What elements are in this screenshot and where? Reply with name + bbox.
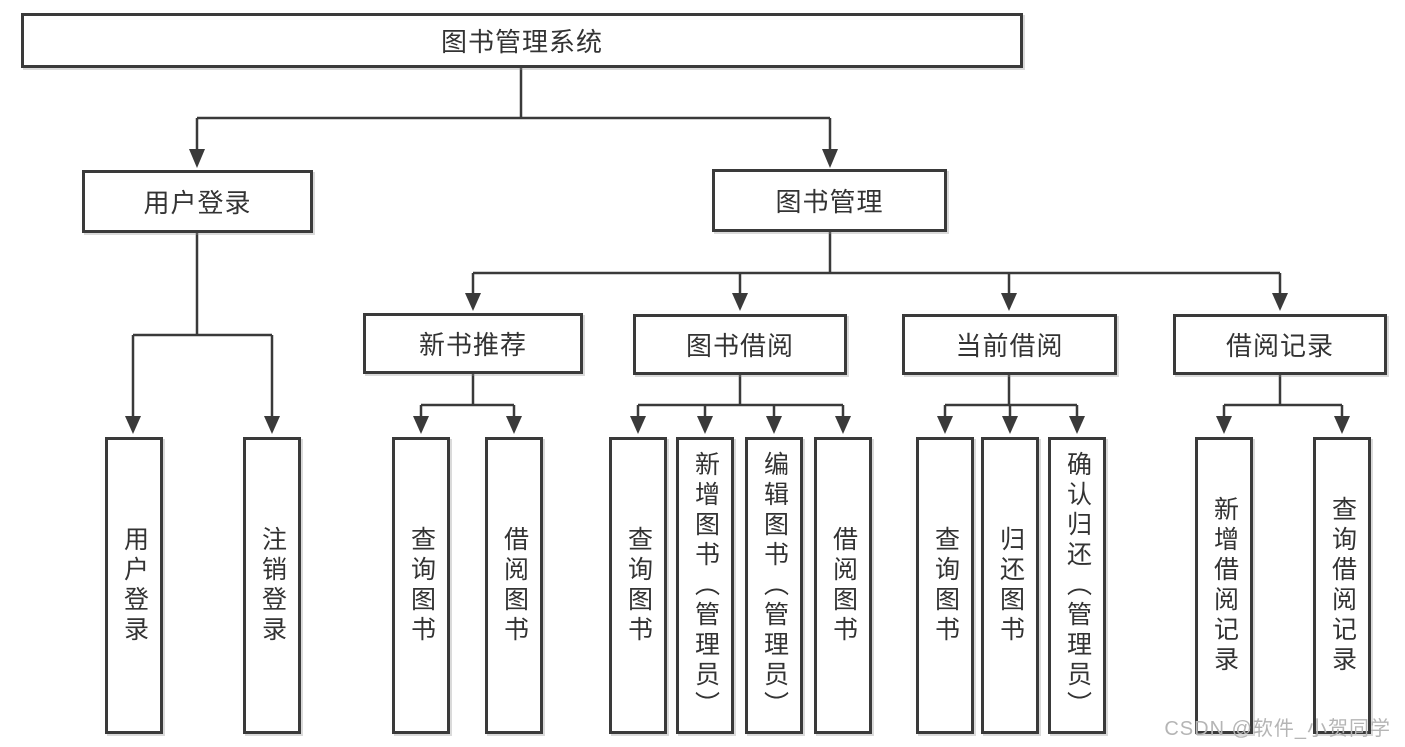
node-borrowing-records: 借阅记录	[1173, 314, 1387, 375]
connector-current-borrowing-to-leaves	[937, 375, 1085, 434]
node-leaf-query-books-current: 查询图书	[916, 437, 974, 734]
arrow-down-icon	[766, 416, 782, 434]
arrow-down-icon	[1334, 416, 1350, 434]
node-leaf-logout: 注销登录	[243, 437, 301, 734]
node-book-management: 图书管理	[712, 169, 947, 232]
arrow-down-icon	[264, 416, 280, 434]
node-label: 图书管理系统	[440, 27, 603, 57]
connector-root-to-level2	[189, 68, 838, 168]
node-leaf-edit-books-admin: 编辑图书（管理员）	[745, 437, 803, 734]
node-label: 借阅图书	[500, 525, 529, 646]
node-label: 当前借阅	[955, 331, 1064, 361]
node-label: 编辑图书（管理员）	[760, 450, 789, 721]
node-user-login: 用户登录	[82, 170, 313, 233]
node-label: 注销登录	[258, 525, 287, 646]
connector-borrowing-records-to-leaves	[1216, 375, 1350, 434]
node-label: 图书管理	[775, 187, 884, 217]
node-label: 图书借阅	[685, 331, 794, 361]
node-label: 用户登录	[143, 188, 252, 218]
node-label: 借阅记录	[1225, 331, 1334, 361]
arrow-down-icon	[465, 293, 481, 311]
connector-new-book-to-leaves	[413, 374, 522, 434]
arrow-down-icon	[413, 416, 429, 434]
arrow-down-icon	[697, 416, 713, 434]
arrow-down-icon	[630, 416, 646, 434]
arrow-down-icon	[822, 149, 838, 168]
node-leaf-add-borrow-record: 新增借阅记录	[1195, 437, 1253, 734]
arrow-down-icon	[1272, 293, 1288, 311]
node-label: 归还图书	[996, 525, 1025, 646]
node-label: 查询图书	[624, 525, 653, 646]
node-leaf-query-borrow-record: 查询借阅记录	[1313, 437, 1371, 734]
node-root-system: 图书管理系统	[21, 13, 1023, 68]
node-label: 查询图书	[407, 525, 436, 646]
arrow-down-icon	[835, 416, 851, 434]
node-current-borrowing: 当前借阅	[902, 314, 1117, 375]
node-label: 新增图书（管理员）	[691, 450, 720, 721]
connector-book-borrowing-to-leaves	[630, 375, 851, 434]
node-label: 用户登录	[120, 525, 149, 646]
node-leaf-borrow-books-recommend: 借阅图书	[485, 437, 543, 734]
node-label: 新增借阅记录	[1210, 495, 1239, 676]
arrow-down-icon	[1002, 416, 1018, 434]
arrow-down-icon	[1001, 293, 1017, 311]
node-leaf-borrow-books: 借阅图书	[814, 437, 872, 734]
node-leaf-return-books: 归还图书	[981, 437, 1039, 734]
node-leaf-confirm-return-admin: 确认归还（管理员）	[1048, 437, 1106, 734]
node-book-borrowing: 图书借阅	[633, 314, 847, 375]
arrow-down-icon	[1069, 416, 1085, 434]
node-label: 借阅图书	[829, 525, 858, 646]
csdn-watermark: CSDN @软件_小贺同学	[1164, 718, 1391, 740]
node-label: 新书推荐	[418, 330, 527, 360]
node-label: 查询图书	[931, 525, 960, 646]
arrow-down-icon	[125, 416, 141, 434]
arrow-down-icon	[189, 149, 205, 168]
arrow-down-icon	[937, 416, 953, 434]
node-label: 确认归还（管理员）	[1063, 450, 1092, 721]
arrow-down-icon	[732, 293, 748, 311]
arrow-down-icon	[1216, 416, 1232, 434]
node-leaf-query-books-recommend: 查询图书	[392, 437, 450, 734]
node-label: 查询借阅记录	[1328, 495, 1357, 676]
connector-book-management-to-level3	[465, 232, 1288, 311]
connector-user-login-to-leaves	[125, 233, 280, 434]
node-new-book-recommendation: 新书推荐	[363, 313, 583, 374]
node-leaf-user-login: 用户登录	[105, 437, 163, 734]
node-leaf-query-books-borrowing: 查询图书	[609, 437, 667, 734]
node-leaf-add-books-admin: 新增图书（管理员）	[676, 437, 734, 734]
arrow-down-icon	[506, 416, 522, 434]
